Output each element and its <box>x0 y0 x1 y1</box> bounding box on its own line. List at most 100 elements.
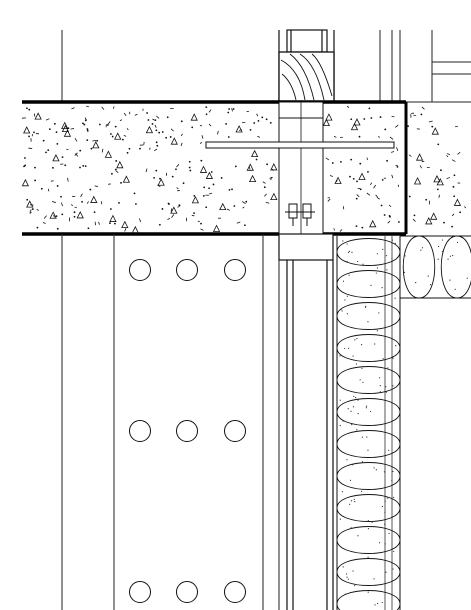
concrete-aggregate-mark <box>350 158 353 161</box>
concrete-aggregate-mark <box>111 172 113 175</box>
insulation-fibre-dot <box>347 347 350 349</box>
insulation-loop <box>336 334 401 362</box>
concrete-aggregate-mark <box>257 119 260 122</box>
insulation-fibre-dot <box>356 429 358 431</box>
concrete-aggregate-mark <box>464 206 467 209</box>
concrete-aggregate-mark <box>231 107 233 112</box>
insulation-fibre-dot <box>348 274 350 276</box>
concrete-aggregate-mark <box>220 177 223 179</box>
insulation-fibre-dot <box>354 339 356 341</box>
concrete-aggregate-mark <box>176 163 180 168</box>
concrete-aggregate-mark <box>49 211 57 219</box>
concrete-aggregate-mark <box>453 198 462 206</box>
concrete-aggregate-mark <box>156 144 159 147</box>
concrete-aggregate-mark <box>154 124 157 128</box>
concrete-aggregate-mark <box>56 227 59 230</box>
concrete-aggregate-mark <box>327 198 331 202</box>
concrete-aggregate-mark <box>180 142 183 147</box>
concrete-aggregate-mark <box>23 126 31 134</box>
concrete-aggregate-mark <box>86 129 89 132</box>
insulation-fibre-dot <box>357 399 359 401</box>
insulation-fibre-dot <box>353 395 355 397</box>
concrete-aggregate-mark <box>61 213 64 216</box>
concrete-aggregate-mark <box>199 141 203 145</box>
concrete-aggregate-mark <box>90 147 93 150</box>
concrete-aggregate-mark <box>24 157 26 159</box>
concrete-aggregate-mark <box>413 214 416 217</box>
insulation-fibre-dot <box>347 251 350 253</box>
insulation-fibre-dot <box>365 405 368 407</box>
concrete-aggregate-mark <box>55 215 58 218</box>
concrete-aggregate-mark <box>231 188 233 191</box>
concrete-aggregate-mark <box>89 188 92 191</box>
concrete-aggregate-mark <box>398 221 400 223</box>
insulation-fibre-dot <box>449 279 451 281</box>
concrete-aggregate-mark <box>265 118 268 121</box>
insulation-fibre-dot <box>366 436 368 438</box>
insulation-fibre-dot <box>378 377 381 379</box>
concrete-aggregate-mark <box>389 215 391 218</box>
insulation-fibre-dot <box>344 299 346 301</box>
insulation-fibre-dot <box>381 601 383 604</box>
concrete-aggregate-mark <box>84 119 87 122</box>
concrete-aggregate-mark <box>377 136 381 138</box>
insulation-fibre-dot <box>403 271 406 273</box>
concrete-aggregate-mark <box>51 200 56 204</box>
insulation-fibre-dot <box>383 523 386 525</box>
concrete-aggregate-mark <box>380 204 383 207</box>
insulation-fibre-dot <box>352 464 354 466</box>
insulation-fibre-dot <box>376 330 378 332</box>
insulation-fibre-dot <box>385 255 388 257</box>
concrete-aggregate-mark <box>446 155 449 158</box>
insulation-fibre-dot <box>357 535 359 537</box>
concrete-aggregate-mark <box>56 142 59 145</box>
insulation-loop <box>336 366 401 394</box>
concrete-aggregate-mark <box>430 212 438 220</box>
concrete-aggregate-mark <box>263 186 266 189</box>
insulation-fibre-dot <box>381 286 383 289</box>
insulation-fibre-dot <box>373 467 375 469</box>
insulation-fibre-dot <box>344 347 346 350</box>
concrete-aggregate-mark <box>94 185 98 188</box>
concrete-aggregate-mark <box>61 121 69 129</box>
insulation-fibre-dot <box>350 410 352 412</box>
concrete-aggregate-mark <box>189 169 192 172</box>
concrete-aggregate-mark <box>191 195 200 204</box>
concrete-aggregate-mark <box>139 147 141 150</box>
insulation-fibre-dot <box>392 385 394 387</box>
concrete-aggregate-mark <box>250 149 259 158</box>
insulation-fibre-dot <box>388 449 390 451</box>
concrete-aggregate-mark <box>70 204 73 207</box>
concrete-aggregate-mark <box>116 160 124 169</box>
concrete-aggregate-mark <box>363 118 366 120</box>
concrete-aggregate-mark <box>358 135 361 138</box>
insulation-loop <box>440 235 471 299</box>
insulation-fibre-dot <box>357 412 359 415</box>
concrete-aggregate-mark <box>169 136 172 138</box>
concrete-aggregate-mark <box>208 109 212 113</box>
insulation-fibre-dot <box>384 543 386 545</box>
concrete-aggregate-mark <box>26 107 28 110</box>
bolt-hole <box>129 581 151 603</box>
insulation-fibre-dot <box>362 381 364 383</box>
concrete-aggregate-mark <box>331 162 334 164</box>
concrete-aggregate-mark <box>43 215 47 219</box>
concrete-aggregate-mark <box>145 125 154 134</box>
concrete-aggregate-mark <box>249 129 252 131</box>
concrete-aggregate-mark <box>123 112 127 116</box>
concrete-aggregate-mark <box>134 113 138 116</box>
insulation-fibre-dot <box>352 355 354 357</box>
insulation-fibre-dot <box>351 423 353 426</box>
concrete-aggregate-mark <box>205 113 208 116</box>
concrete-aggregate-mark <box>151 123 154 125</box>
concrete-aggregate-mark <box>34 112 42 120</box>
concrete-aggregate-mark <box>350 118 353 121</box>
insulation-fibre-dot <box>438 245 440 248</box>
concrete-aggregate-mark <box>201 135 204 139</box>
insulation-fibre-dot <box>391 239 393 241</box>
concrete-aggregate-mark <box>200 222 202 225</box>
concrete-aggregate-mark <box>366 192 371 196</box>
concrete-aggregate-mark <box>147 119 150 121</box>
concrete-aggregate-mark <box>329 175 333 177</box>
